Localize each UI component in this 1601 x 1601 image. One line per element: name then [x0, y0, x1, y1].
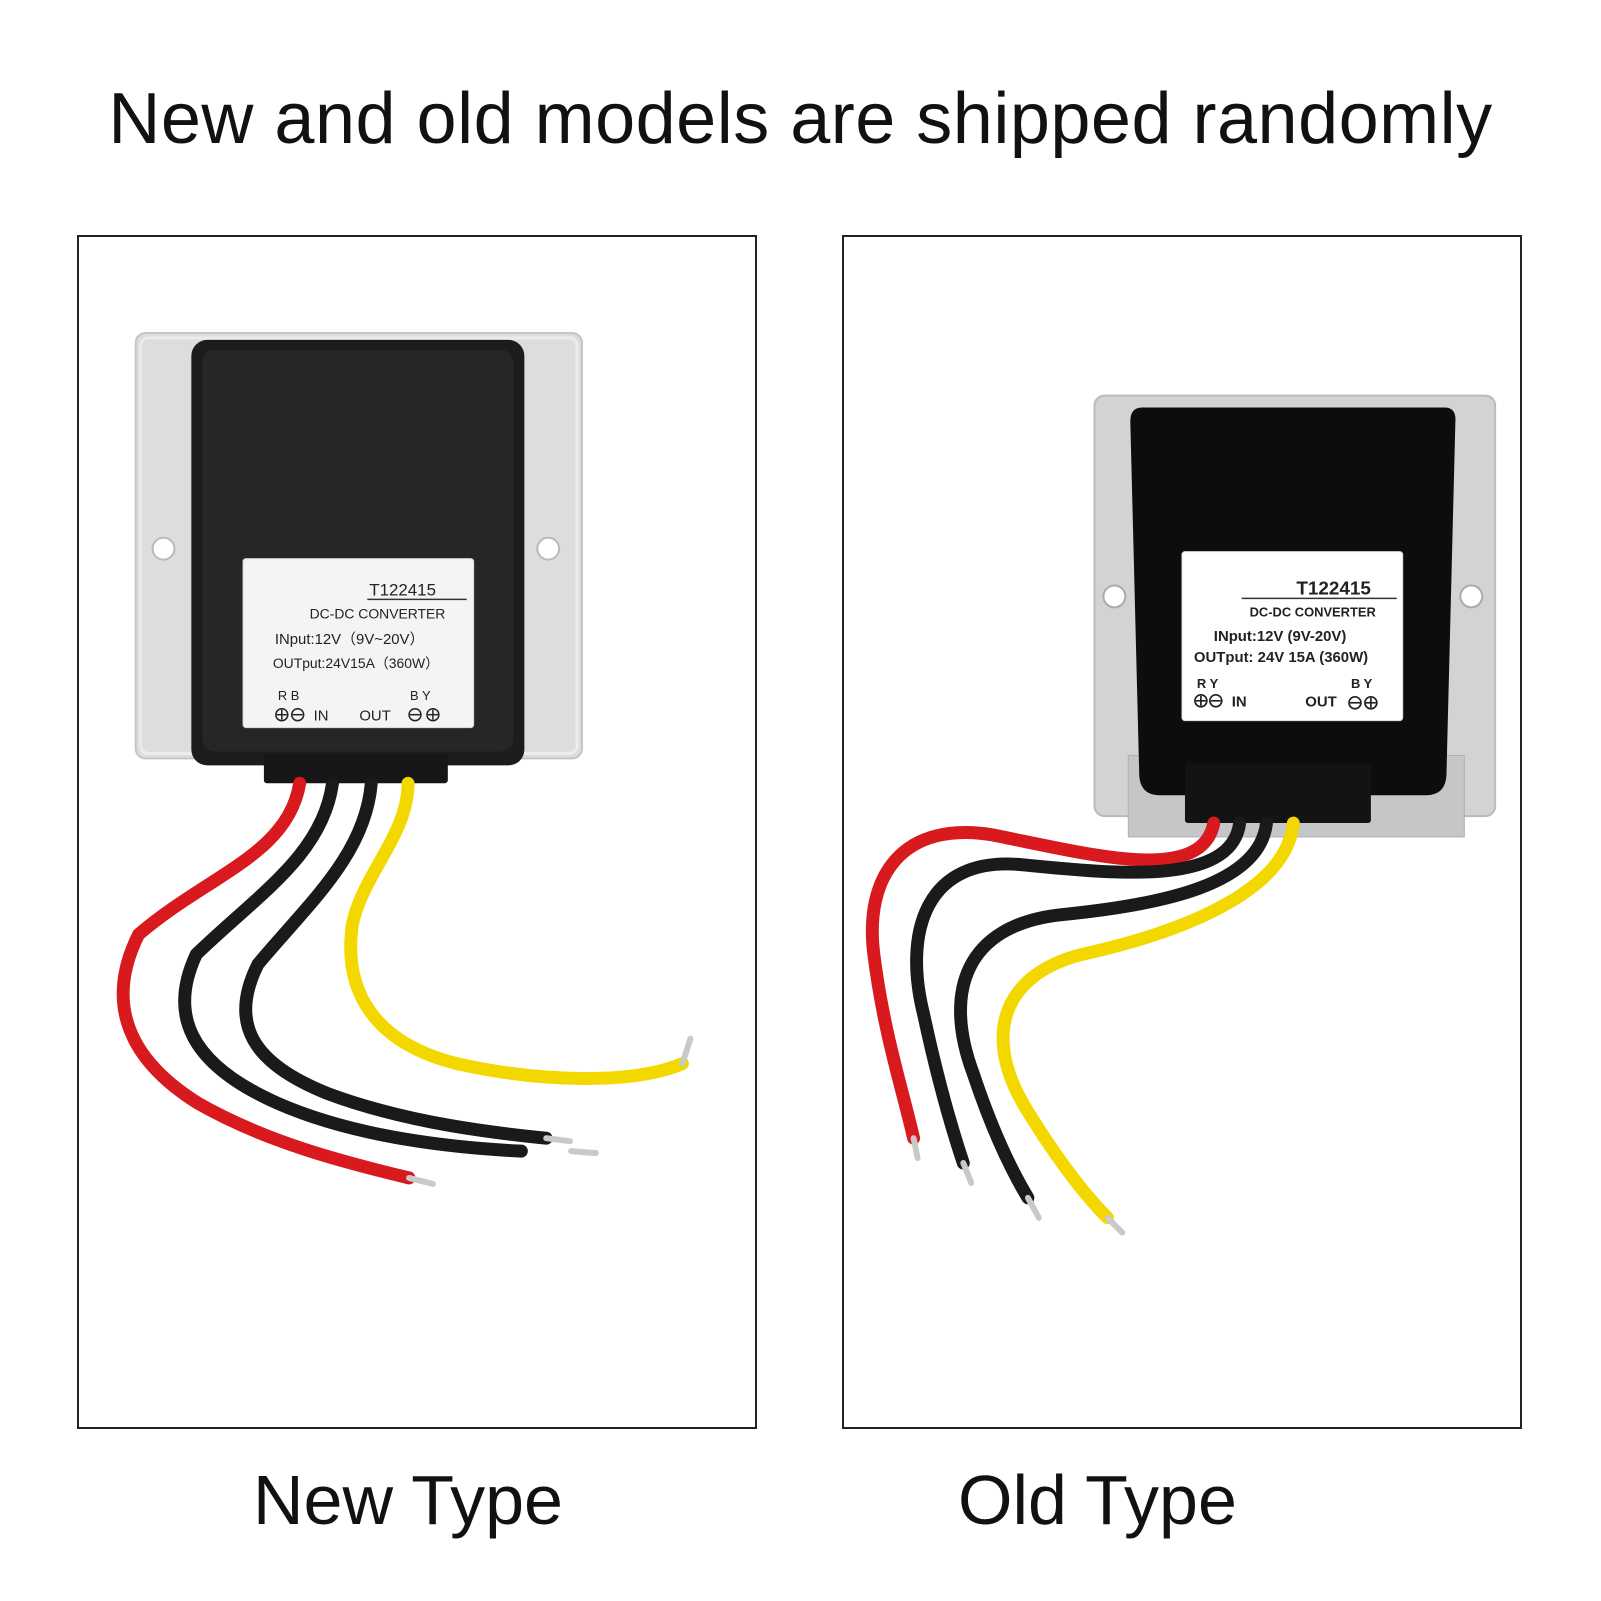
label-out-wires: B Y — [1351, 676, 1373, 691]
black-wire — [954, 816, 1273, 1205]
label-out-text: OUT — [359, 709, 390, 725]
spec-label — [242, 558, 475, 729]
yellow-wire — [344, 776, 689, 1086]
new-type-panel: T122415 DC-DC CONVERTER INput:12V（9V~20V… — [77, 235, 757, 1429]
label-in-text: IN — [1232, 695, 1247, 711]
black-wire — [178, 776, 528, 1158]
plus-minus-icon — [275, 707, 305, 722]
plus-minus-icon — [1194, 693, 1223, 708]
red-wire — [865, 816, 1221, 1145]
label-output: OUTput:24V15A（360W） — [273, 655, 439, 671]
label-model: T122415 — [369, 580, 436, 599]
black-wire — [910, 816, 1247, 1170]
old-type-caption: Old Type — [958, 1461, 1237, 1539]
mounting-hole-icon — [536, 536, 561, 561]
label-input: INput:12V（9V~20V） — [275, 631, 425, 648]
label-title: DC-DC CONVERTER — [310, 605, 446, 621]
spec-label — [1181, 551, 1404, 722]
label-out-text: OUT — [1305, 695, 1336, 711]
label-model: T122415 — [1296, 578, 1371, 599]
label-output: OUTput: 24V 15A (360W) — [1194, 650, 1368, 666]
new-type-converter-photo: T122415 DC-DC CONVERTER INput:12V（9V~20V… — [116, 331, 694, 1187]
new-type-caption: New Type — [253, 1461, 563, 1539]
label-input: INput:12V (9V-20V) — [1214, 629, 1347, 645]
label-in-wires: R B — [278, 688, 300, 703]
old-type-panel: T122415 DC-DC CONVERTER INput:12V (9V-20… — [842, 235, 1522, 1429]
mounting-hole-icon — [151, 536, 176, 561]
headline: New and old models are shipped randomly — [108, 79, 1493, 159]
black-wire — [239, 776, 553, 1145]
cable-gland — [1184, 763, 1371, 824]
label-in-wires: R Y — [1197, 676, 1219, 691]
red-wire — [116, 776, 416, 1185]
old-type-converter-photo: T122415 DC-DC CONVERTER INput:12V (9V-20… — [865, 394, 1497, 1236]
label-out-wires: B Y — [410, 688, 431, 703]
label-in-text: IN — [314, 709, 329, 725]
mounting-hole-icon — [1102, 584, 1127, 609]
minus-plus-icon — [408, 707, 440, 722]
label-title: DC-DC CONVERTER — [1250, 604, 1377, 619]
cable-gland — [263, 753, 448, 784]
mounting-hole-icon — [1459, 584, 1484, 609]
yellow-wire — [996, 816, 1300, 1225]
minus-plus-icon — [1348, 695, 1378, 710]
